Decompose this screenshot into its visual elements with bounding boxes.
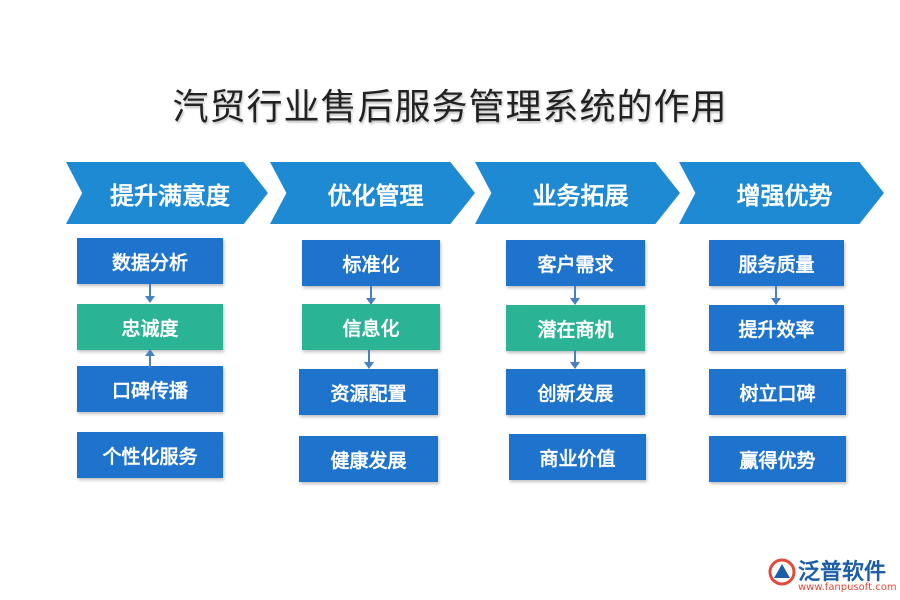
column-4-item-1: 服务质量	[709, 240, 844, 286]
column-4-item-2: 提升效率	[709, 305, 844, 351]
column-3-item-1: 客户需求	[506, 240, 645, 286]
arrow-up-icon	[145, 349, 155, 368]
arrow-down-icon	[145, 284, 155, 303]
column-2-item-2: 信息化	[302, 304, 440, 350]
column-2-item-4: 健康发展	[299, 436, 438, 482]
column-header-2: 优化管理	[270, 162, 475, 224]
column-1-item-1: 数据分析	[77, 238, 223, 284]
page-title: 汽贸行业售后服务管理系统的作用	[172, 87, 728, 128]
arrow-down-icon	[771, 286, 781, 305]
arrow-down-icon	[570, 286, 580, 305]
column-header-4: 增强优势	[679, 162, 884, 224]
column-3-item-3: 创新发展	[506, 369, 645, 415]
fanpu-logo-icon	[768, 558, 796, 586]
brand-logo: 泛普软件 www.fanpusoft.com	[768, 552, 898, 596]
arrow-down-icon	[366, 286, 376, 305]
column-3-item-4: 商业价值	[509, 434, 646, 480]
column-header-1: 提升满意度	[66, 162, 268, 224]
column-4-item-3: 树立口碑	[709, 369, 846, 415]
logo-url: www.fanpusoft.com	[798, 582, 897, 593]
arrow-down-icon	[364, 350, 374, 369]
column-3-item-2: 潜在商机	[506, 305, 645, 351]
column-1-item-2: 忠诚度	[77, 304, 223, 350]
column-header-3: 业务拓展	[475, 162, 680, 224]
column-4-item-4: 赢得优势	[709, 436, 846, 482]
column-1-item-4: 个性化服务	[77, 432, 223, 478]
arrow-down-icon	[570, 350, 580, 369]
column-2-item-3: 资源配置	[299, 369, 438, 415]
column-1-item-3: 口碑传播	[77, 366, 223, 412]
logo-name: 泛普软件	[798, 560, 887, 585]
column-2-item-1: 标准化	[302, 240, 440, 286]
